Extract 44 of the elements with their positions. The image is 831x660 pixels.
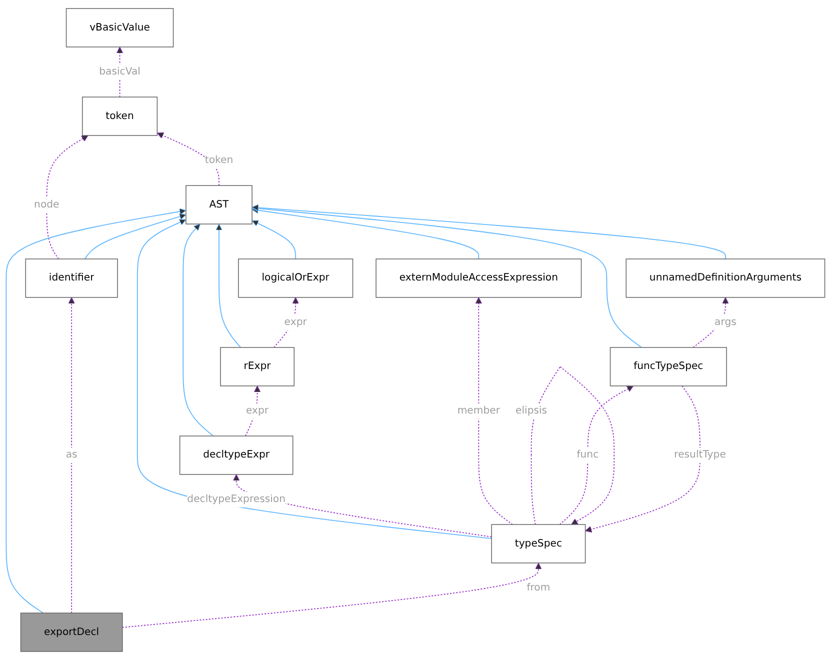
arrow	[244, 386, 261, 436]
edge-label: expr	[246, 404, 269, 417]
edge-label: decltypeExpression	[187, 493, 286, 506]
edge-label: resultType	[674, 449, 726, 461]
edge-label: func	[576, 449, 599, 461]
arrow	[46, 135, 88, 260]
arrow	[692, 297, 729, 348]
arrow	[6, 208, 186, 614]
node-box: unnamedDefinitionArguments	[626, 258, 826, 298]
node-box: externModuleAccessExpression	[376, 258, 582, 298]
arrow	[182, 224, 214, 436]
node-box: exportDecl	[20, 612, 123, 652]
edge-label: node	[34, 198, 60, 210]
node-box: token	[82, 96, 158, 136]
arrow	[156, 132, 220, 186]
arrow	[252, 206, 480, 260]
edge-label: token	[204, 154, 234, 166]
arrow	[84, 213, 186, 260]
arrow	[122, 562, 542, 628]
edge-label: args	[714, 316, 736, 328]
arrow	[252, 204, 726, 260]
node-box: AST	[186, 185, 252, 224]
arrow	[252, 220, 296, 260]
node-box: identifier	[25, 258, 118, 298]
edge-label: from	[526, 582, 550, 594]
arrow	[273, 297, 299, 348]
edge-label: basicVal	[99, 66, 140, 78]
node-box: vBasicValue	[66, 8, 174, 48]
arrow	[530, 366, 615, 525]
arrow	[252, 205, 642, 348]
edge-label: expr	[284, 316, 307, 328]
arrow	[475, 297, 513, 525]
arrow	[216, 224, 242, 348]
arrow	[585, 385, 700, 533]
edge-label: elipsis	[516, 404, 548, 417]
node-box: funcTypeSpec	[610, 347, 727, 386]
node-box: typeSpec	[491, 524, 586, 564]
edge-label: member	[457, 404, 500, 417]
node-box: decltypeExpr	[179, 436, 294, 475]
node-box: logicalOrExpr	[238, 258, 354, 298]
arrow	[559, 386, 634, 525]
arrow	[68, 297, 75, 614]
edge-label: as	[66, 449, 78, 461]
node-box: rExpr	[220, 347, 295, 386]
